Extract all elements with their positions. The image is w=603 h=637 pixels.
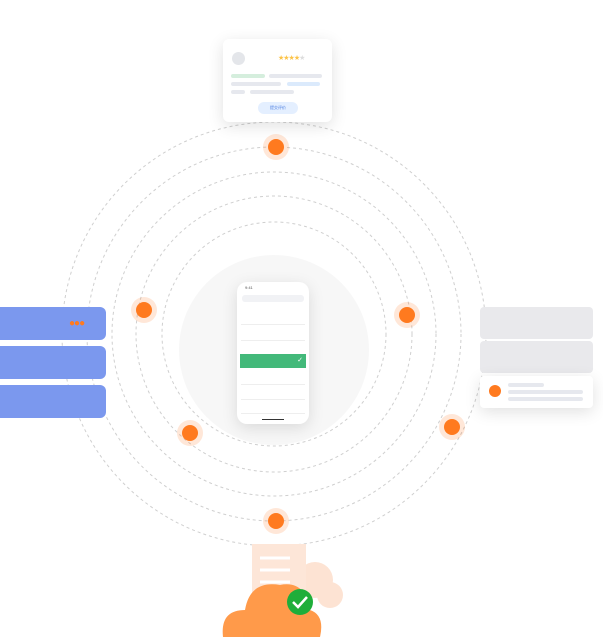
user-card — [480, 341, 593, 373]
orbit-node — [263, 134, 289, 160]
review-card: ★★★★★ 提交评价 — [223, 39, 332, 122]
user-card-active — [480, 376, 593, 408]
search-input[interactable] — [242, 295, 304, 302]
submit-review-button[interactable]: 提交评价 — [258, 102, 298, 114]
user-card — [480, 307, 593, 339]
orbit-node — [177, 420, 203, 446]
orbit-node — [263, 508, 289, 534]
server-block: ●●● — [0, 307, 106, 340]
status-time: 9:41 — [245, 285, 253, 290]
orbit-node — [394, 302, 420, 328]
phone-mockup: 9:41 ✓ — [237, 282, 309, 424]
selected-row[interactable]: ✓ — [240, 354, 306, 368]
orbit-node — [131, 297, 157, 323]
server-block — [0, 385, 106, 418]
avatar-icon — [232, 52, 245, 65]
server-block — [0, 346, 106, 379]
orbit-node — [439, 414, 465, 440]
star-rating: ★★★★★ — [278, 55, 305, 62]
cloud-document-icon — [222, 544, 343, 637]
